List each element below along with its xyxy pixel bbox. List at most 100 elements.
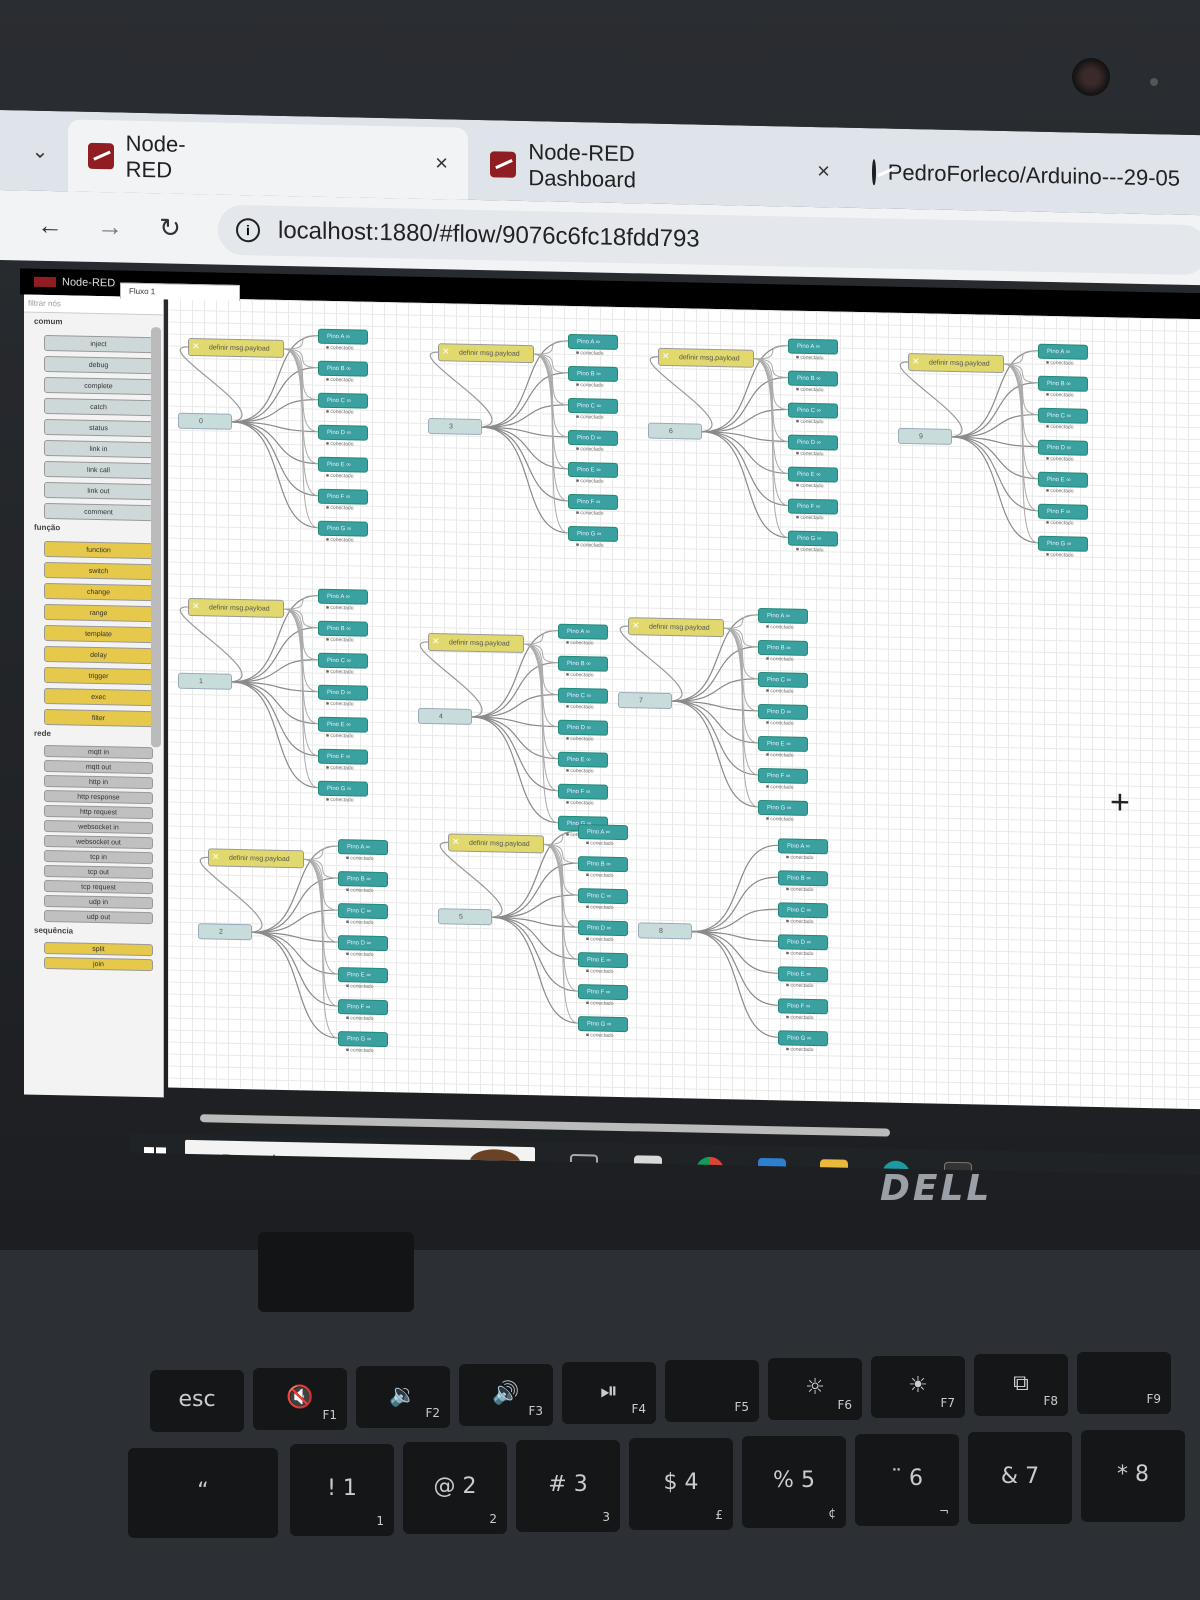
output-node[interactable]: Pino A ∞: [568, 333, 618, 350]
change-node[interactable]: definir msg.payload: [628, 617, 724, 638]
keyboard-key[interactable]: F5: [665, 1360, 759, 1422]
inject-node[interactable]: 4: [418, 707, 472, 725]
change-node[interactable]: definir msg.payload: [188, 597, 284, 618]
forward-arrow-icon[interactable]: →: [97, 210, 123, 242]
output-node[interactable]: Pino B ∞: [558, 655, 608, 672]
output-node[interactable]: Pino B ∞: [578, 856, 628, 873]
palette-node[interactable]: tcp in: [44, 849, 153, 865]
output-node[interactable]: Pino G ∞: [338, 1031, 388, 1048]
palette-node[interactable]: http response: [44, 789, 153, 805]
output-node[interactable]: Pino E ∞: [338, 967, 388, 984]
output-node[interactable]: Pino B ∞: [318, 620, 368, 637]
keyboard-key[interactable]: 🔊F3: [459, 1364, 553, 1426]
palette-node[interactable]: tcp request: [44, 879, 153, 895]
output-node[interactable]: Pino A ∞: [1038, 343, 1088, 360]
url-field[interactable]: i localhost:1880/#flow/9076c6fc18fdd793: [218, 204, 1200, 276]
output-node[interactable]: Pino F ∞: [778, 998, 828, 1015]
output-node[interactable]: Pino C ∞: [788, 402, 838, 419]
inject-node[interactable]: 1: [178, 672, 232, 690]
output-node[interactable]: Pino D ∞: [778, 934, 828, 951]
palette-node[interactable]: template: [44, 624, 153, 644]
tab-node-red-dashboard[interactable]: Node-RED Dashboard ×: [470, 128, 850, 208]
output-node[interactable]: Pino B ∞: [318, 360, 368, 377]
output-node[interactable]: Pino E ∞: [1038, 471, 1088, 488]
inject-node[interactable]: 8: [638, 922, 692, 940]
change-node[interactable]: definir msg.payload: [908, 353, 1004, 374]
inject-node[interactable]: 5: [438, 908, 492, 926]
keyboard-key[interactable]: ☀F7: [871, 1356, 965, 1418]
inject-node[interactable]: 0: [178, 412, 232, 430]
keyboard-key[interactable]: $ 4£: [629, 1438, 733, 1530]
palette-node[interactable]: complete: [44, 376, 153, 396]
output-node[interactable]: Pino C ∞: [318, 392, 368, 409]
palette-node[interactable]: exec: [44, 687, 153, 707]
change-node[interactable]: definir msg.payload: [438, 343, 534, 364]
output-node[interactable]: Pino A ∞: [758, 607, 808, 624]
output-node[interactable]: Pino D ∞: [338, 935, 388, 952]
palette-node[interactable]: catch: [44, 397, 153, 417]
output-node[interactable]: Pino A ∞: [558, 623, 608, 640]
output-node[interactable]: Pino F ∞: [578, 984, 628, 1001]
palette-node[interactable]: link out: [44, 481, 153, 501]
output-node[interactable]: Pino G ∞: [318, 780, 368, 797]
output-node[interactable]: Pino D ∞: [318, 684, 368, 701]
reload-icon[interactable]: ↻: [159, 211, 181, 243]
output-node[interactable]: Pino B ∞: [788, 370, 838, 387]
output-node[interactable]: Pino F ∞: [788, 498, 838, 515]
output-node[interactable]: Pino A ∞: [338, 839, 388, 856]
output-node[interactable]: Pino B ∞: [1038, 375, 1088, 392]
output-node[interactable]: Pino F ∞: [338, 999, 388, 1016]
output-node[interactable]: Pino C ∞: [778, 902, 828, 919]
output-node[interactable]: Pino F ∞: [758, 767, 808, 784]
palette-node[interactable]: link in: [44, 439, 153, 459]
palette-category[interactable]: função: [34, 522, 61, 533]
inject-node[interactable]: 3: [428, 417, 482, 436]
output-node[interactable]: Pino E ∞: [778, 966, 828, 983]
change-node[interactable]: definir msg.payload: [428, 632, 524, 653]
output-node[interactable]: Pino D ∞: [788, 434, 838, 451]
output-node[interactable]: Pino F ∞: [318, 748, 368, 765]
palette-node[interactable]: range: [44, 603, 153, 623]
palette-node[interactable]: join: [44, 956, 153, 972]
output-node[interactable]: Pino E ∞: [568, 461, 618, 478]
output-node[interactable]: Pino F ∞: [318, 488, 368, 505]
output-node[interactable]: Pino B ∞: [778, 870, 828, 887]
output-node[interactable]: Pino D ∞: [558, 719, 608, 736]
output-node[interactable]: Pino D ∞: [568, 429, 618, 446]
tab-github[interactable]: PedroForleco/Arduino---29-05: [852, 136, 1200, 215]
palette-node[interactable]: debug: [44, 355, 153, 375]
output-node[interactable]: Pino G ∞: [788, 530, 838, 547]
output-node[interactable]: Pino E ∞: [558, 751, 608, 768]
output-node[interactable]: Pino B ∞: [758, 639, 808, 656]
close-tab-icon[interactable]: ×: [435, 150, 448, 176]
keyboard-key[interactable]: % 5¢: [742, 1436, 846, 1528]
palette-node[interactable]: websocket out: [44, 834, 153, 850]
inject-node[interactable]: 9: [898, 427, 952, 445]
palette-node[interactable]: inject: [44, 334, 153, 354]
output-node[interactable]: Pino E ∞: [758, 735, 808, 752]
change-node[interactable]: definir msg.payload: [208, 848, 304, 869]
palette-node[interactable]: change: [44, 582, 153, 602]
output-node[interactable]: Pino E ∞: [788, 466, 838, 483]
keyboard-key[interactable]: * 8: [1081, 1430, 1185, 1522]
change-node[interactable]: definir msg.payload: [658, 347, 754, 368]
output-node[interactable]: Pino E ∞: [318, 456, 368, 473]
palette-node[interactable]: mqtt out: [44, 759, 153, 775]
inject-node[interactable]: 7: [618, 691, 672, 710]
output-node[interactable]: Pino A ∞: [778, 838, 828, 855]
output-node[interactable]: Pino A ∞: [318, 328, 368, 345]
output-node[interactable]: Pino C ∞: [568, 397, 618, 414]
keyboard-key[interactable]: ⧉F8: [974, 1354, 1068, 1416]
output-node[interactable]: Pino A ∞: [788, 338, 838, 355]
palette-node[interactable]: mqtt in: [44, 744, 153, 760]
output-node[interactable]: Pino D ∞: [578, 920, 628, 937]
output-node[interactable]: Pino G ∞: [318, 520, 368, 537]
keyboard-key[interactable]: F9: [1077, 1352, 1171, 1414]
keyboard-key[interactable]: 🔇F1: [253, 1368, 347, 1430]
tab-flow-1[interactable]: Fluxo 1: [120, 282, 240, 302]
keyboard-key[interactable]: & 7: [968, 1432, 1072, 1524]
